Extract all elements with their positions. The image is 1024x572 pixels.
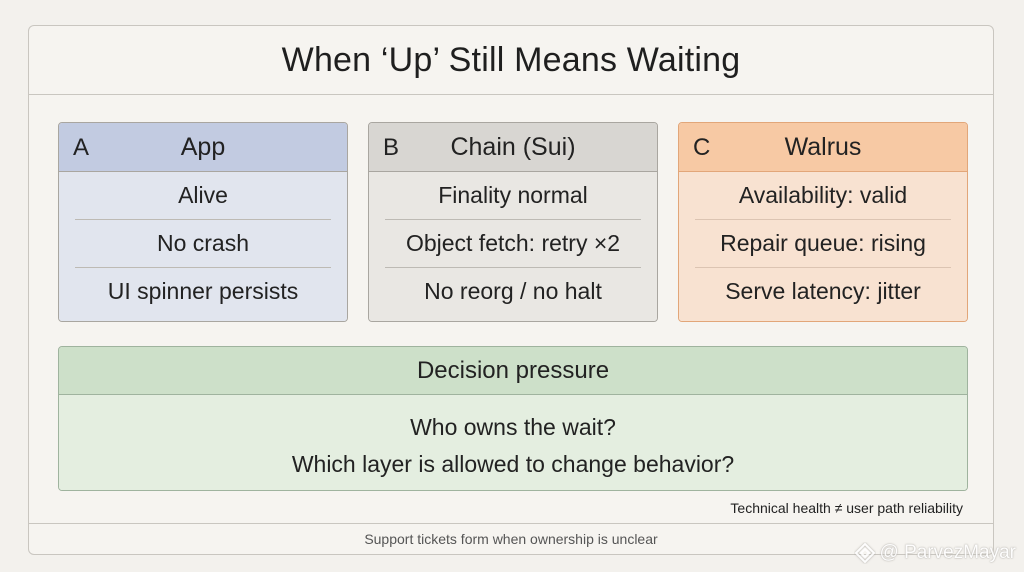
diamond-logo-icon <box>854 542 875 564</box>
card-app-name: App <box>180 132 226 161</box>
card-app-row: UI spinner persists <box>107 278 299 304</box>
card-app-body: Alive No crash UI spinner persists <box>59 172 347 321</box>
title-bar: When ‘Up’ Still Means Waiting <box>29 26 993 95</box>
card-chain-name: Chain (Sui) <box>450 132 576 161</box>
card-walrus-row: Availability: valid <box>695 172 951 220</box>
card-walrus-row: Repair queue: rising <box>695 220 951 268</box>
card-app: A App Alive No crash UI spinner persists <box>58 122 348 322</box>
card-walrus: C Walrus Availability: valid Repair queu… <box>678 122 968 322</box>
card-chain-row: Finality normal <box>385 172 641 220</box>
card-chain-header: B Chain (Sui) <box>369 123 657 172</box>
diagram-title: When ‘Up’ Still Means Waiting <box>281 40 741 79</box>
watermark: @ ParvezMayar <box>854 542 1017 564</box>
footer-caption: Support tickets form when ownership is u… <box>29 523 993 554</box>
card-app-row: Alive <box>75 172 331 220</box>
card-walrus-body: Availability: valid Repair queue: rising… <box>679 172 967 321</box>
diagram-frame: When ‘Up’ Still Means Waiting A App Aliv… <box>28 25 994 555</box>
footnote: Technical health ≠ user path reliability <box>730 500 963 516</box>
decision-question: Which layer is allowed to change behavio… <box>291 451 735 477</box>
decision-panel: Decision pressure Who owns the wait? Whi… <box>58 346 968 491</box>
card-walrus-row: Serve latency: jitter <box>725 278 921 304</box>
watermark-text: @ ParvezMayar <box>879 542 1017 563</box>
card-app-header: A App <box>59 123 347 172</box>
card-chain-row: Object fetch: retry ×2 <box>385 220 641 268</box>
decision-title: Decision pressure <box>59 347 967 395</box>
card-walrus-name: Walrus <box>784 132 862 161</box>
card-app-letter: A <box>73 134 90 161</box>
decision-question: Who owns the wait? <box>410 414 616 440</box>
card-walrus-header: C Walrus <box>679 123 967 172</box>
card-chain-body: Finality normal Object fetch: retry ×2 N… <box>369 172 657 321</box>
card-walrus-letter: C <box>693 134 711 161</box>
card-app-row: No crash <box>75 220 331 268</box>
card-chain: B Chain (Sui) Finality normal Object fet… <box>368 122 658 322</box>
footer-text: Support tickets form when ownership is u… <box>364 531 658 547</box>
card-chain-letter: B <box>383 134 400 161</box>
card-chain-row: No reorg / no halt <box>424 278 602 304</box>
decision-body: Who owns the wait? Which layer is allowe… <box>59 395 967 490</box>
